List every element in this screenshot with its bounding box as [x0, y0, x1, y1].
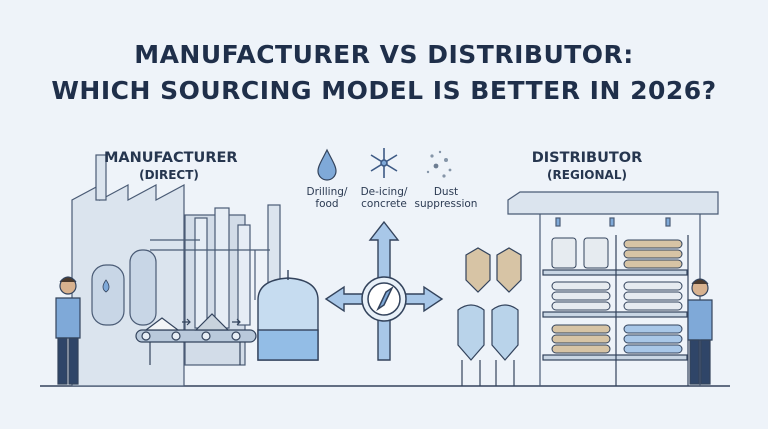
- storage-tank: [257, 270, 319, 361]
- use-label-drilling-food: Drilling/ food: [297, 186, 357, 210]
- bagged-goods: [551, 237, 683, 354]
- water-drop-icon: [317, 148, 337, 181]
- use-line-2: food: [315, 198, 339, 210]
- silos: [457, 247, 522, 386]
- manufacturer-sublabel: (DIRECT): [139, 168, 199, 182]
- distributor-sublabel: (REGIONAL): [547, 168, 627, 182]
- snowflake-icon: [370, 148, 398, 178]
- warehouse-canopy: [507, 191, 719, 386]
- manufacturer-person: [55, 276, 81, 385]
- use-line-1: Drilling/: [306, 186, 348, 198]
- manufacturer-label: MANUFACTURER: [104, 150, 238, 166]
- use-line-2: concrete: [361, 198, 407, 210]
- compass-icon: [361, 276, 407, 322]
- water-drop-small-icon: [102, 279, 110, 293]
- conveyor-belt: [135, 313, 257, 365]
- dust-particles-icon: [426, 150, 452, 178]
- use-label-dust-suppression: Dust suppression: [408, 186, 484, 210]
- page-title-line-1: MANUFACTURER VS DISTRIBUTOR:: [134, 40, 634, 69]
- use-label-deicing-concrete: De-icing/ concrete: [354, 186, 414, 210]
- use-line-2: suppression: [414, 198, 478, 210]
- factory-building: [71, 154, 281, 387]
- shelving-rack: [542, 235, 689, 386]
- distributor-label: DISTRIBUTOR: [531, 150, 643, 166]
- page-title-line-2: WHICH SOURCING MODEL IS BETTER IN 2026?: [51, 76, 717, 105]
- use-line-1: Dust: [433, 186, 459, 198]
- distributor-person: [687, 278, 713, 385]
- use-line-1: De-icing/: [360, 186, 408, 198]
